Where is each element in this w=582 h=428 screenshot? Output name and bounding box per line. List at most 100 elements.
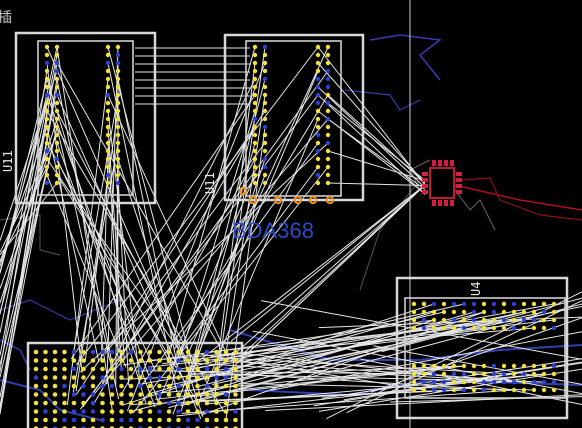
pad xyxy=(461,325,467,331)
pad xyxy=(471,325,477,331)
pad xyxy=(90,375,96,380)
pad xyxy=(166,409,172,414)
pad xyxy=(119,400,124,406)
pad xyxy=(81,375,86,380)
pad xyxy=(262,44,268,50)
pad xyxy=(411,325,417,331)
pad xyxy=(551,363,557,369)
pad xyxy=(105,108,111,114)
pad xyxy=(128,392,134,397)
pad xyxy=(521,363,527,369)
pad xyxy=(128,383,134,389)
pad xyxy=(128,417,134,423)
pad xyxy=(315,76,321,82)
pad xyxy=(62,417,67,423)
pad xyxy=(315,68,321,74)
component-small-ic[interactable] xyxy=(422,160,462,206)
pad xyxy=(166,366,172,372)
component-bga-bottom[interactable] xyxy=(26,341,244,428)
pad xyxy=(176,392,181,397)
pad xyxy=(44,52,50,58)
pad xyxy=(541,301,547,307)
pad xyxy=(138,409,143,414)
pad xyxy=(204,383,210,389)
refdes-label: U4 xyxy=(469,282,483,296)
pad xyxy=(81,392,86,397)
pad xyxy=(233,392,238,397)
pad xyxy=(315,172,321,178)
pad xyxy=(166,358,172,363)
pad xyxy=(481,387,487,393)
pad xyxy=(252,44,258,50)
pad xyxy=(54,68,60,74)
pad xyxy=(105,132,111,138)
pad xyxy=(411,387,417,393)
pad xyxy=(541,325,547,331)
pad xyxy=(176,383,181,389)
pad xyxy=(185,349,191,355)
pad xyxy=(157,409,162,414)
pad xyxy=(441,325,447,331)
pad xyxy=(451,309,457,315)
pad xyxy=(128,375,134,380)
pad xyxy=(100,375,105,380)
component-u11-left[interactable]: U11 xyxy=(1,31,157,205)
pad xyxy=(471,371,477,377)
pad xyxy=(204,375,210,380)
pad xyxy=(411,301,417,307)
pad xyxy=(195,400,200,406)
pad xyxy=(204,392,210,397)
pad xyxy=(138,349,143,355)
pad xyxy=(147,417,153,423)
pad xyxy=(62,366,67,372)
pad xyxy=(54,108,60,114)
pad xyxy=(252,132,258,138)
pad xyxy=(431,363,437,369)
pad xyxy=(176,366,181,372)
pad xyxy=(105,140,111,146)
pad xyxy=(315,140,321,146)
pad xyxy=(491,301,497,307)
pad xyxy=(325,124,331,130)
pad xyxy=(233,400,238,406)
pad xyxy=(511,387,517,393)
pad xyxy=(521,309,527,315)
pad xyxy=(521,371,527,377)
pad xyxy=(119,392,124,397)
pad xyxy=(233,366,238,372)
pad xyxy=(411,317,417,323)
pad xyxy=(262,68,268,74)
pad xyxy=(325,52,331,58)
pad xyxy=(44,124,50,130)
pad xyxy=(105,76,111,82)
pad xyxy=(293,195,303,205)
pad xyxy=(176,417,181,423)
pad xyxy=(441,309,447,315)
pad xyxy=(44,60,50,66)
pad xyxy=(461,317,467,323)
pad xyxy=(52,417,58,423)
pad xyxy=(44,180,50,186)
pad xyxy=(252,92,258,98)
pad xyxy=(461,387,467,393)
pad xyxy=(54,164,60,170)
pad xyxy=(315,116,321,122)
pad xyxy=(223,400,229,406)
pad xyxy=(54,132,60,138)
pad xyxy=(501,363,507,369)
pad xyxy=(481,317,487,323)
pad xyxy=(325,148,331,154)
pad xyxy=(441,371,447,377)
pad xyxy=(325,132,331,138)
pad xyxy=(33,400,39,406)
pad xyxy=(471,379,477,385)
pad xyxy=(185,358,191,363)
pad xyxy=(252,180,258,186)
pad xyxy=(115,156,121,162)
pad xyxy=(119,366,124,372)
pad xyxy=(43,349,48,355)
component-u4[interactable]: U4 xyxy=(395,276,569,420)
pad xyxy=(223,383,229,389)
pad xyxy=(176,400,181,406)
